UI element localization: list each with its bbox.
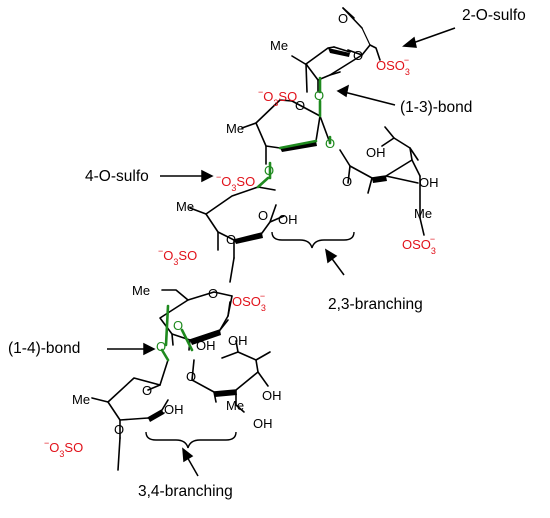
ring-o-f: O — [186, 369, 196, 384]
methyl-g: Me — [72, 392, 90, 407]
braces — [145, 231, 355, 449]
sulfate-left-b: −O3SO — [216, 172, 255, 193]
oh-f1: OH — [196, 338, 216, 353]
methyl-d: Me — [176, 199, 194, 214]
oh-f2: OH — [228, 333, 248, 348]
arrowhead-1-3-bond — [336, 84, 350, 98]
ring-o-g: O — [142, 383, 152, 398]
sulfate-left-d: −O3SO — [158, 246, 197, 267]
glycosidic-o-b2: O — [325, 136, 335, 151]
ring-o-e: O — [208, 286, 218, 301]
methyl-a: Me — [270, 38, 288, 53]
arrow-1-3-bond — [343, 91, 396, 106]
glycosidic-o-e4: O — [156, 339, 166, 354]
label-3-4-branching: 3,4-branching — [138, 483, 233, 500]
glycosidic-o-13: O — [314, 88, 324, 103]
methoxy-o-bottom: O — [114, 422, 124, 437]
arrowhead-1-4-bond — [143, 342, 156, 356]
sulfate-left-g: −O3SO — [44, 438, 83, 459]
ring-o-a: O — [353, 48, 363, 63]
glycosidic-o-e3: O — [173, 318, 183, 333]
label-2-o-sulfo: 2-O-sulfo — [462, 7, 526, 24]
arrowhead-3-4-branching — [182, 447, 194, 463]
sulfate-left-a: −O3SO — [258, 87, 297, 108]
ring-o-c: O — [342, 174, 352, 189]
methyl-c: Me — [414, 206, 432, 221]
arrow-2-o-sulfo — [409, 27, 456, 45]
oh-c2: OH — [419, 175, 439, 190]
brace-2-3-branching — [271, 231, 355, 249]
arrowhead-2-3-branching — [324, 248, 338, 264]
glycosidic-o-b3: O — [264, 163, 274, 178]
label-1-3-bond: (1-3)-bond — [400, 99, 472, 116]
oh-g: OH — [164, 402, 184, 417]
ring-link-o-d: O — [226, 232, 236, 247]
label-4-o-sulfo: 4-O-sulfo — [85, 168, 149, 185]
methyl-e: Me — [132, 283, 150, 298]
osulfate-a: OSO3− — [376, 55, 410, 77]
oh-f4: OH — [253, 416, 273, 431]
annotations: 2-O-sulfo (1-3)-bond 4-O-sulfo 2,3-branc… — [8, 7, 526, 500]
oh-f3: OH — [262, 388, 282, 403]
methoxy-o-top: O — [338, 11, 348, 26]
atom-labels: O O Me OSO3− −O3SO O Me O O −O3SO O OH O… — [44, 11, 439, 459]
annotation-arrows — [107, 27, 456, 477]
arrowhead-4-o-sulfo — [201, 169, 214, 183]
wedge-bonds — [148, 48, 387, 422]
methyl-f: Me — [226, 398, 244, 413]
arrowhead-2-o-sulfo — [402, 36, 417, 48]
highlighted-bonds — [160, 76, 332, 362]
label-2-3-branching: 2,3-branching — [328, 296, 423, 313]
ring-o-b: O — [295, 98, 305, 113]
label-1-4-bond: (1-4)-bond — [8, 340, 80, 357]
methyl-b: Me — [226, 121, 244, 136]
osulfate-e: OSO3− — [232, 291, 266, 313]
osulfate-c: OSO3− — [402, 234, 436, 256]
brace-3-4-branching — [145, 431, 237, 449]
oh-d: OH — [278, 212, 298, 227]
ring-o-d: O — [258, 208, 268, 223]
oh-c1: OH — [366, 145, 386, 160]
